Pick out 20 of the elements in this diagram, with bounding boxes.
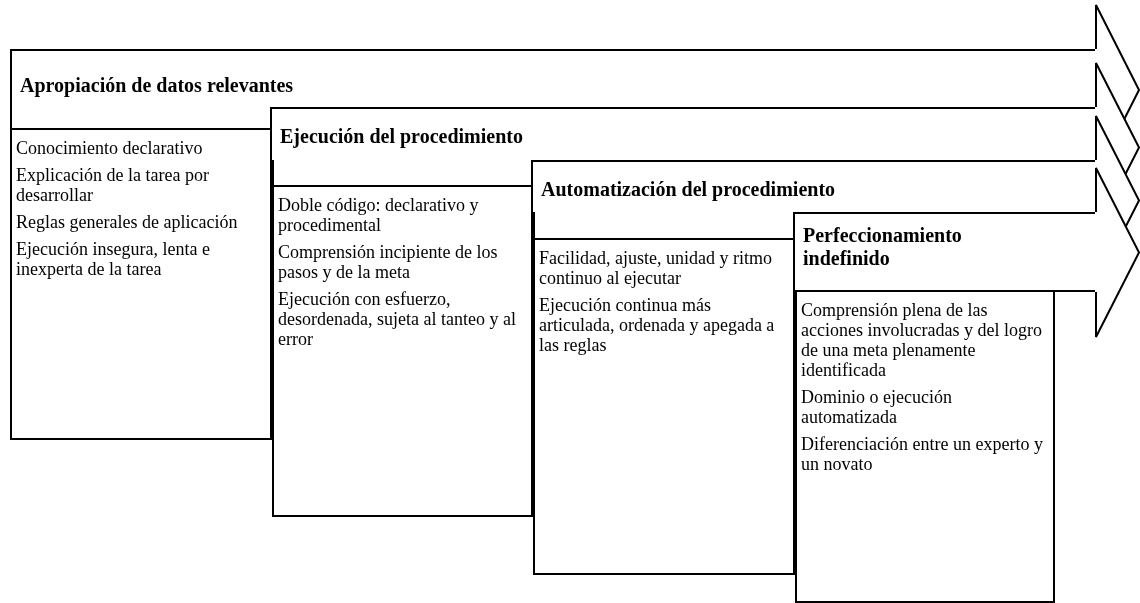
stage-box <box>272 160 533 517</box>
stage-box <box>795 292 1055 603</box>
stage-description: Comprensión plena de las acciones involucradas y del logro de una meta plenamente identificada <box>801 300 1043 380</box>
stage-description: Conocimiento declarativo <box>16 138 204 158</box>
stage-description: Doble código: declarativo y procedimental <box>278 195 480 235</box>
stage-description: Diferenciación entre un experto y un novato <box>801 434 1044 474</box>
stage-description: Facilidad, ajuste, unidad y ritmo continuo al ejecutar <box>539 248 773 288</box>
stage-description: Reglas generales de aplicación <box>16 212 239 232</box>
stage-description: Ejecución insegura, lenta e inexperta de la tarea <box>16 239 211 279</box>
stage-description: Dominio o ejecución automatizada <box>801 387 953 427</box>
stage-heading: Ejecución del procedimiento <box>280 125 524 148</box>
stage-box <box>10 107 272 440</box>
stage-heading: Apropiación de datos relevantes <box>20 74 295 97</box>
stage-description: Ejecución con esfuerzo, desordenada, sujeta al tanteo y al error <box>278 289 517 349</box>
stage-description: Comprensión incipiente de los pasos y de la meta <box>278 242 499 282</box>
stage-heading: Automatización del procedimiento <box>541 178 837 201</box>
stage-heading: Perfeccionamiento indefinido <box>803 224 963 270</box>
stage-box <box>533 212 795 575</box>
stage-description: Ejecución continua más articulada, ordenada y apegada a las reglas <box>539 295 776 355</box>
stage-description: Explicación de la tarea por desarrollar <box>16 165 210 205</box>
